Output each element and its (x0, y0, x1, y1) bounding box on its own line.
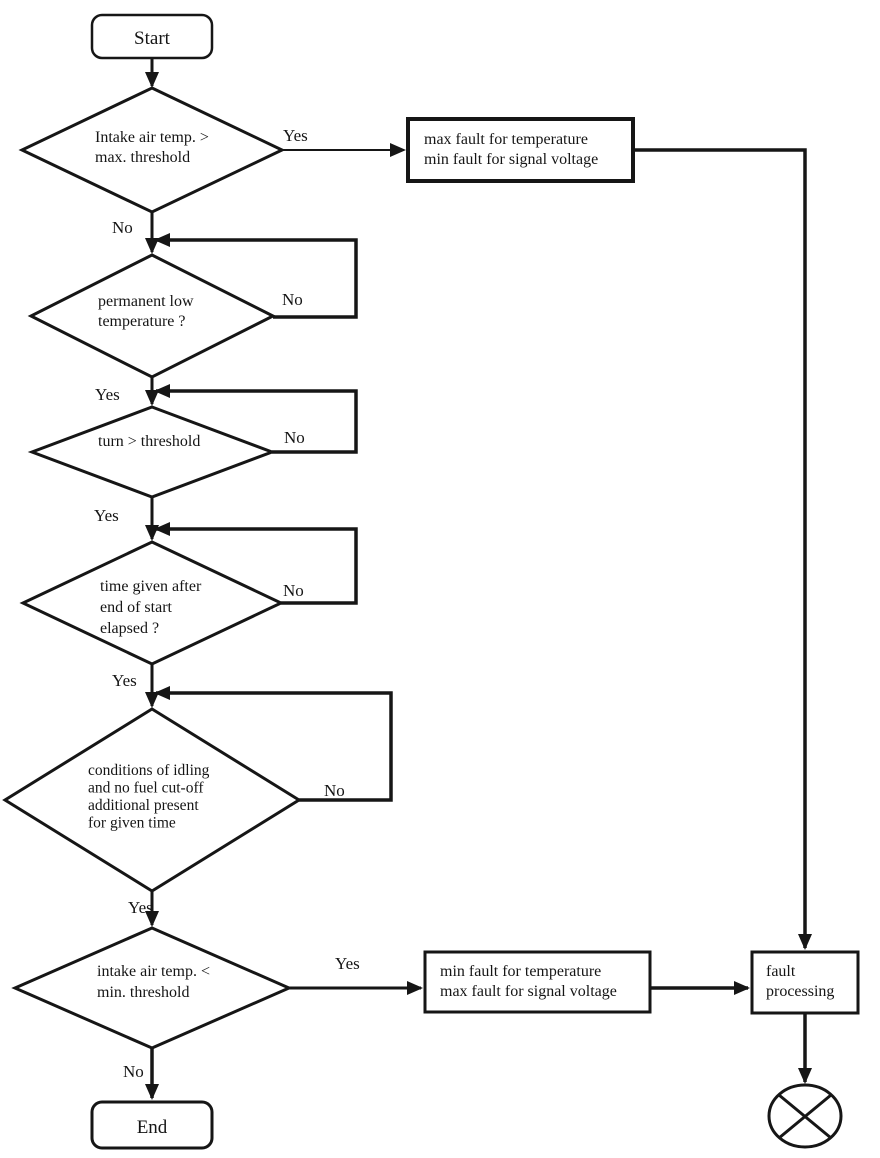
process-shape (750, 950, 860, 1015)
node-label: temperature ? (98, 313, 186, 330)
node-label: min fault for temperature (440, 963, 601, 980)
diamond-shape (11, 926, 293, 1050)
node-label: processing (766, 983, 834, 1000)
node-label: min. threshold (97, 984, 189, 1001)
process-shape (406, 117, 635, 183)
node-label: permanent low (98, 293, 194, 310)
process-shape (423, 950, 652, 1014)
edge-permanent-low-no-loop (154, 233, 358, 319)
node-label: elapsed ? (100, 620, 159, 637)
node-label: Intake air temp. > (95, 129, 209, 146)
label-no-intake-min: No (123, 1062, 144, 1081)
edge-turn-threshold-no-loop (154, 384, 358, 454)
node-label: additional present (88, 797, 199, 814)
label-no-idling: No (324, 781, 345, 800)
label-yes-idling: Yes (128, 898, 153, 917)
node-label: intake air temp. < (97, 963, 210, 980)
decision-intake-air-temp-max: Intake air temp. > max. threshold (18, 86, 286, 214)
diamond-shape (18, 86, 286, 214)
end-node: End (90, 1100, 214, 1150)
label-yes-time-after-start: Yes (112, 671, 137, 690)
diamond-shape (27, 253, 277, 379)
decision-time-after-start-elapsed: time given after end of start elapsed ? (19, 540, 285, 666)
edge-idling-no-loop (154, 686, 393, 802)
decision-permanent-low-temperature: permanent low temperature ? (27, 253, 277, 379)
label-yes-intake-min: Yes (335, 954, 360, 973)
node-label: turn > threshold (98, 433, 200, 450)
diamond-shape (2, 707, 302, 893)
decision-intake-air-temp-min: intake air temp. < min. threshold (11, 926, 293, 1050)
node-label: End (137, 1117, 168, 1138)
node-label: max fault for signal voltage (440, 983, 617, 1000)
terminator-shape (90, 13, 214, 60)
node-label: and no fuel cut-off (88, 780, 204, 797)
cross-line (778, 1093, 832, 1140)
crossed-circle-terminator (767, 1083, 843, 1149)
process-min-fault-temperature: min fault for temperature max fault for s… (423, 950, 652, 1014)
node-label: time given after (100, 578, 202, 595)
label-yes-intake-max: Yes (283, 126, 308, 145)
label-yes-permanent-low: Yes (95, 385, 120, 404)
node-label: conditions of idling (88, 762, 210, 779)
label-no-permanent-low: No (282, 290, 303, 309)
process-max-fault-temperature: max fault for temperature min fault for s… (406, 117, 635, 183)
node-label: max fault for temperature (424, 131, 588, 148)
label-no-intake-max: No (112, 218, 133, 237)
node-label: max. threshold (95, 149, 190, 166)
edge-time-after-start-no-loop (154, 522, 358, 605)
diamond-shape (19, 540, 285, 666)
edge-max-fault-to-fault-processing (633, 148, 812, 950)
node-label: end of start (100, 599, 173, 616)
terminator-shape (90, 1100, 214, 1150)
node-label: fault (766, 963, 796, 980)
node-label: Start (134, 28, 171, 49)
decision-turn-threshold: turn > threshold (27, 405, 277, 499)
node-label: min fault for signal voltage (424, 151, 598, 168)
label-yes-turn-threshold: Yes (94, 506, 119, 525)
label-no-turn-threshold: No (284, 428, 305, 447)
process-fault-processing: fault processing (750, 950, 860, 1015)
diamond-shape (27, 405, 277, 499)
node-label: for given time (88, 815, 176, 832)
label-no-time-after-start: No (283, 581, 304, 600)
start-node: Start (90, 13, 214, 60)
